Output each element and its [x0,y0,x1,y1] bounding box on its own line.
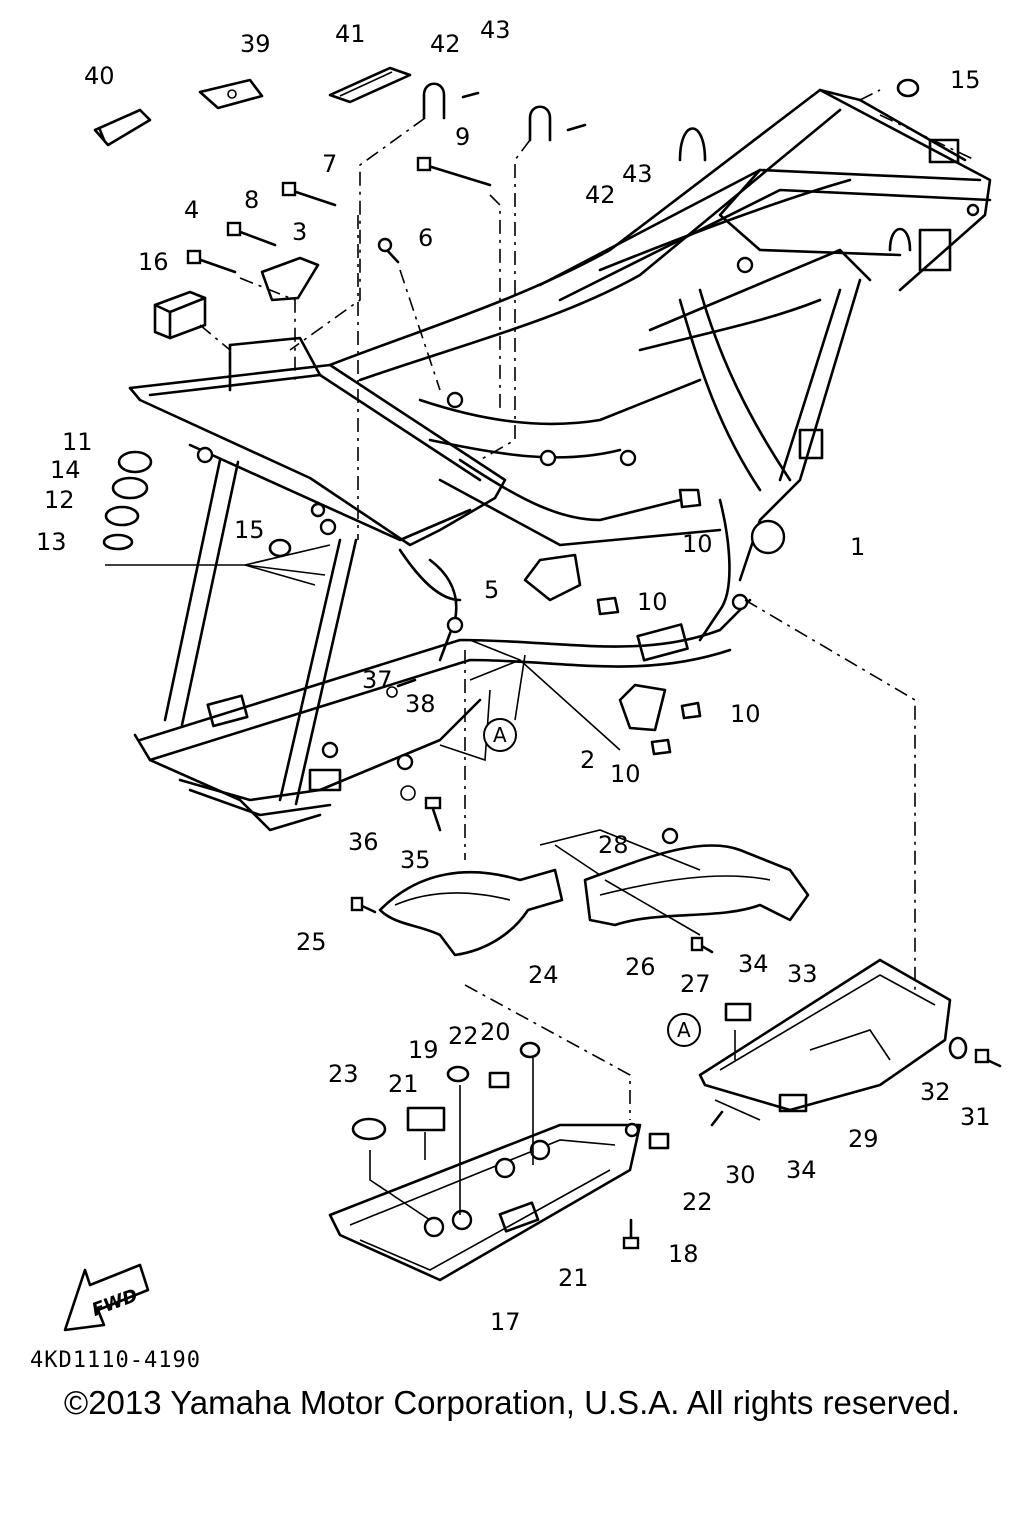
callout-7: 7 [322,150,337,178]
callout-11: 11 [62,428,93,456]
callout-16: 16 [138,248,169,276]
copyright-notice: ©2013 Yamaha Motor Corporation, U.S.A. A… [63,1384,961,1421]
callout-10c: 10 [730,700,761,728]
guards [350,827,1002,1127]
callout-42a: 42 [430,30,461,58]
callout-29: 29 [848,1125,879,1153]
callout-34a: 34 [738,950,769,978]
callout-1: 1 [850,533,865,561]
callout-39: 39 [240,30,271,58]
ref-a-frame-label: A [493,723,507,747]
callout-37: 37 [362,666,393,694]
callout-19: 19 [408,1036,439,1064]
callout-27: 27 [680,970,711,998]
ref-a-frame [483,718,517,752]
callout-10d: 10 [610,760,641,788]
callout-15a: 15 [234,516,265,544]
callout-24: 24 [528,961,559,989]
callout-38: 38 [405,690,436,718]
callout-43a: 43 [480,16,511,44]
under-plate [328,1041,670,1282]
frame [128,88,992,832]
callout-12: 12 [44,486,75,514]
callout-14: 14 [50,456,81,484]
callout-41: 41 [335,20,366,48]
callout-42b: 42 [585,181,616,209]
callout-10a: 10 [682,530,713,558]
callout-34b: 34 [786,1156,817,1184]
callout-2: 2 [580,746,595,774]
callout-18: 18 [668,1240,699,1268]
callout-22b: 22 [682,1188,713,1216]
callout-43b: 43 [622,160,653,188]
callout-9: 9 [455,123,470,151]
callout-36: 36 [348,828,379,856]
callout-5: 5 [484,576,499,604]
callout-28: 28 [598,831,629,859]
callout-15b: 15 [950,66,981,94]
callout-22a: 22 [448,1022,479,1050]
reference-markers: A A [483,718,701,1047]
callout-4: 4 [184,196,199,224]
small-parts [93,66,920,832]
callout-labels: 1 2 3 4 5 6 7 8 9 10 10 10 10 11 12 13 1… [36,16,991,1336]
ref-a-skid-label: A [677,1018,691,1042]
callout-40: 40 [84,62,115,90]
callout-3: 3 [292,218,307,246]
leader-lines [105,89,976,1221]
callout-33: 33 [787,960,818,988]
fwd-label: FWD [89,1285,140,1321]
callout-8: 8 [244,186,259,214]
callout-26: 26 [625,953,656,981]
part-code: 4KD1110-4190 [30,1348,201,1373]
callout-30: 30 [725,1161,756,1189]
callout-20: 20 [480,1018,511,1046]
callout-6: 6 [418,224,433,252]
callout-35: 35 [400,846,431,874]
callout-13: 13 [36,528,67,556]
callout-21b: 21 [558,1264,589,1292]
callout-25: 25 [296,928,327,956]
ref-a-skid [667,1013,701,1047]
callout-21a: 21 [388,1070,419,1098]
callout-23: 23 [328,1060,359,1088]
fwd-arrow: FWD [63,1263,150,1332]
callout-17: 17 [490,1308,521,1336]
callout-31: 31 [960,1103,991,1131]
callout-10b: 10 [637,588,668,616]
callout-32: 32 [920,1078,951,1106]
